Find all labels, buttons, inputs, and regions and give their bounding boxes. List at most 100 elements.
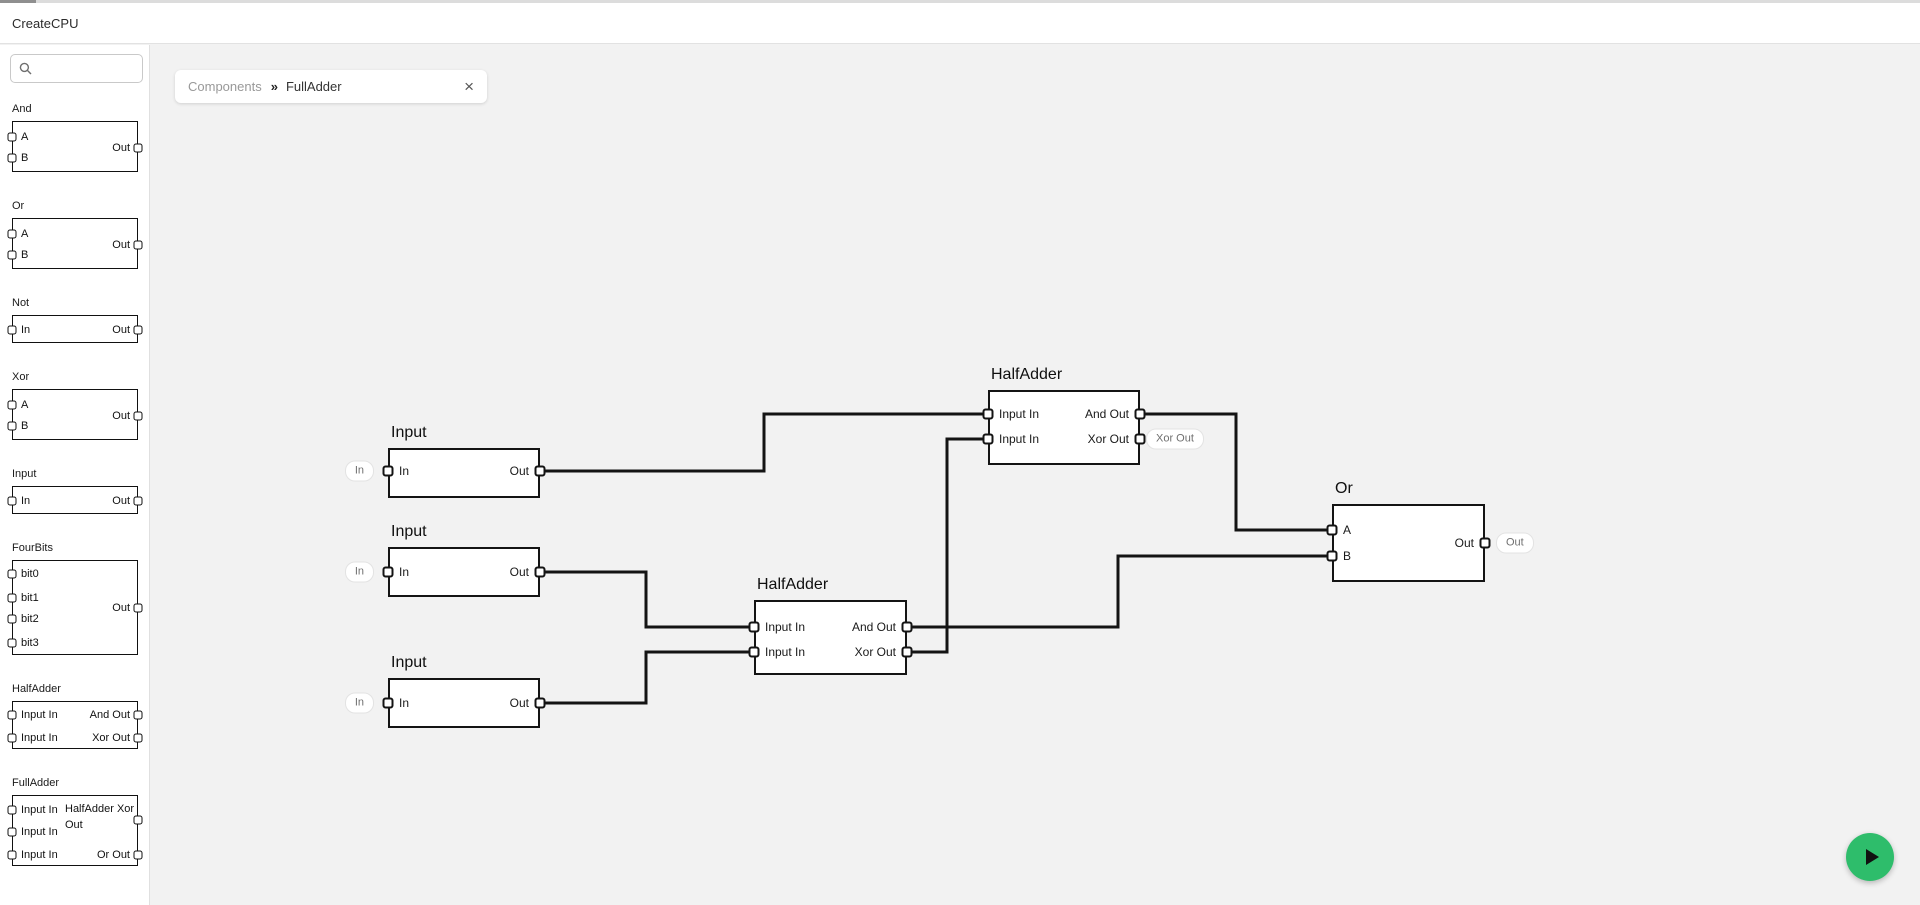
palette-item-title: HalfAdder <box>12 683 61 695</box>
input-port <box>7 827 17 837</box>
port-label: Out <box>112 410 130 422</box>
output-port[interactable] <box>534 566 546 578</box>
port-label: And Out <box>851 620 896 634</box>
search-box[interactable] <box>10 54 143 83</box>
output-port[interactable] <box>534 465 546 477</box>
input-port[interactable] <box>382 697 394 709</box>
tab-title: FullAdder <box>285 79 342 94</box>
output-port <box>133 411 143 421</box>
port-label: A <box>21 399 29 411</box>
port-label: Out <box>112 602 130 614</box>
palette-item-title: Xor <box>12 371 30 383</box>
input-port[interactable] <box>1326 524 1338 536</box>
search-icon <box>19 62 32 75</box>
node-title: HalfAdder <box>757 576 829 593</box>
port-label: A <box>21 131 29 143</box>
io-pill-out[interactable]: Out <box>1496 532 1534 554</box>
port-label: B <box>21 249 29 261</box>
input-port[interactable] <box>982 433 994 445</box>
io-pill-in[interactable]: In <box>344 460 374 482</box>
port-label: B <box>21 420 29 432</box>
port-label: Input In <box>21 849 58 861</box>
port-label: Xor Out <box>1087 432 1129 446</box>
close-icon[interactable]: × <box>464 77 474 96</box>
input-port <box>7 153 17 163</box>
output-port[interactable] <box>901 646 913 658</box>
search-input[interactable] <box>38 60 134 77</box>
input-port <box>7 593 17 603</box>
output-port <box>133 815 143 825</box>
input-port[interactable] <box>982 408 994 420</box>
io-pill-in[interactable]: In <box>344 692 374 714</box>
port-label: In <box>399 696 410 710</box>
node-title: Input <box>391 654 427 671</box>
palette-item-title: FourBits <box>12 542 53 554</box>
wire <box>907 554 1332 629</box>
port-label: Input In <box>21 804 58 816</box>
input-port[interactable] <box>382 465 394 477</box>
node-title: Or <box>1335 480 1353 497</box>
port-label: And Out <box>1084 407 1129 421</box>
palette-item-title: Not <box>12 297 30 309</box>
input-port[interactable] <box>382 566 394 578</box>
port-label: Input In <box>21 709 58 721</box>
port-label: And Out <box>89 709 130 721</box>
palette-item-title: Input <box>12 468 37 480</box>
port-label: A <box>21 228 29 240</box>
port-label: Out <box>112 142 130 154</box>
port-label: Input In <box>765 645 806 659</box>
input-port[interactable] <box>1326 550 1338 562</box>
top-strip <box>0 0 1920 3</box>
port-label: Or Out <box>96 849 130 861</box>
port-label: Input In <box>999 432 1040 446</box>
breadcrumb[interactable]: Components <box>188 79 262 94</box>
output-port[interactable] <box>1134 408 1146 420</box>
port-label: Out <box>1454 536 1474 550</box>
port-label: Out <box>112 324 130 336</box>
output-port[interactable] <box>1134 433 1146 445</box>
input-port[interactable] <box>748 646 760 658</box>
app-header: CreateCPU <box>0 3 1920 44</box>
output-port <box>133 603 143 613</box>
input-port[interactable] <box>748 621 760 633</box>
editor-tab[interactable]: Components » FullAdder × <box>175 70 487 103</box>
output-port <box>133 733 143 743</box>
output-port[interactable] <box>1479 537 1491 549</box>
run-button[interactable] <box>1846 833 1894 881</box>
port-label: In <box>399 565 410 579</box>
port-label: Out <box>509 565 529 579</box>
output-port[interactable] <box>534 697 546 709</box>
port-label: Input In <box>765 620 806 634</box>
io-pill-in[interactable]: In <box>344 561 374 583</box>
port-label: Input In <box>21 826 58 838</box>
input-port <box>7 250 17 260</box>
io-pill-xor-out[interactable]: Xor Out <box>1146 428 1204 450</box>
port-label: Input In <box>999 407 1040 421</box>
output-port <box>133 143 143 153</box>
output-port[interactable] <box>901 621 913 633</box>
